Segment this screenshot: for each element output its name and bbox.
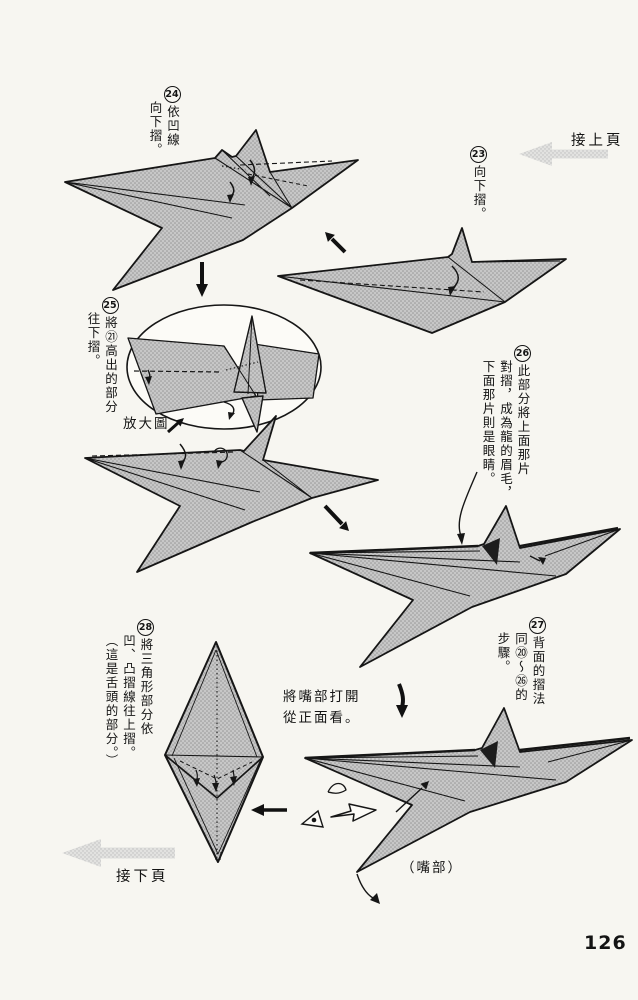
origami-step24-diagram	[64, 129, 359, 291]
step-27-note-col1: 27背面的摺法	[529, 617, 547, 706]
step-26-note-col2: 對摺，成為龍的眉毛，	[498, 360, 513, 500]
origami-step27-diagram	[304, 707, 633, 873]
step-25-badge: 25	[101, 297, 119, 314]
step-27-note-col3: 步驟。	[495, 632, 511, 674]
step26-leader-arrow-icon	[457, 471, 478, 545]
origami-step25-diagram	[84, 415, 379, 573]
step-24-note-col2: 向下摺。	[147, 101, 163, 157]
view-direction-arrow-icon	[330, 803, 377, 822]
flow-down-arrow2-icon	[396, 683, 408, 718]
origami-step26-diagram	[309, 505, 621, 668]
origami-step28-diagram	[164, 641, 264, 863]
step-28-note: 28將三角形部分依 凹、凸摺線往上摺。 （這是舌頭的部分。）	[102, 619, 155, 768]
step-27-badge: 27	[529, 617, 546, 634]
prev-page-arrow-icon	[519, 142, 608, 166]
step-25-note-col2: 往下摺。	[85, 312, 101, 368]
step-26-note-col1: 26此部分將上面那片	[514, 345, 532, 500]
open-mouth-note-line2: 從正面看。	[283, 709, 361, 726]
magnified-view-label: 放大圖	[123, 416, 170, 432]
step-24-note: 24依凹線 向下摺。	[146, 86, 181, 157]
step-28-note-col3: （這是舌頭的部分。）	[103, 634, 119, 768]
step-25-note-col1: 25將㉑高出的部分	[101, 297, 120, 414]
step-26-note-col3: 下面那片則是眼睛。	[480, 360, 496, 486]
magnify-pointer-arrow-icon	[166, 418, 184, 434]
origami-step23-diagram	[277, 227, 567, 334]
step-23-badge: 23	[470, 146, 487, 163]
flow-left-arrow-icon	[251, 804, 287, 816]
next-page-label: 接下頁	[116, 869, 169, 885]
step-23-note: 23向下摺。	[470, 146, 488, 221]
step-28-badge: 28	[137, 619, 154, 636]
next-page-arrow-icon	[62, 839, 175, 867]
step-26-badge: 26	[514, 345, 531, 362]
step-25-note: 25將㉑高出的部分 往下摺。	[84, 297, 119, 414]
step-24-badge: 24	[163, 86, 181, 103]
prev-page-label: 接上頁	[571, 133, 624, 149]
flow-down-right-arrow-icon	[323, 504, 349, 531]
step-28-note-col2: 凹、凸摺線往上摺。	[121, 634, 136, 760]
mouth-leader-arrow-icon	[356, 873, 380, 904]
step-24-note-col1: 24依凹線	[163, 86, 182, 157]
mouth-part-label: （嘴部）	[401, 860, 463, 876]
step-28-note-col1: 28將三角形部分依	[137, 619, 155, 768]
open-mouth-note: 將嘴部打開 從正面看。	[283, 687, 361, 729]
step-23-note-col1: 23向下摺。	[470, 146, 488, 221]
flow-down-arrow-icon	[196, 262, 208, 297]
page-number: 126	[584, 932, 627, 954]
magnified-detail-circle	[126, 304, 322, 433]
step-27-note-col2: 同⑳～㉖的	[513, 632, 528, 702]
step-27-note: 27背面的摺法 同⑳～㉖的 步驟。	[494, 617, 547, 706]
flow-up-left-arrow-icon	[325, 232, 347, 254]
step-26-note: 26此部分將上面那片 對摺，成為龍的眉毛， 下面那片則是眼睛。	[479, 345, 532, 500]
eye-icon	[300, 809, 324, 828]
open-mouth-note-line1: 將嘴部打開	[283, 689, 361, 705]
